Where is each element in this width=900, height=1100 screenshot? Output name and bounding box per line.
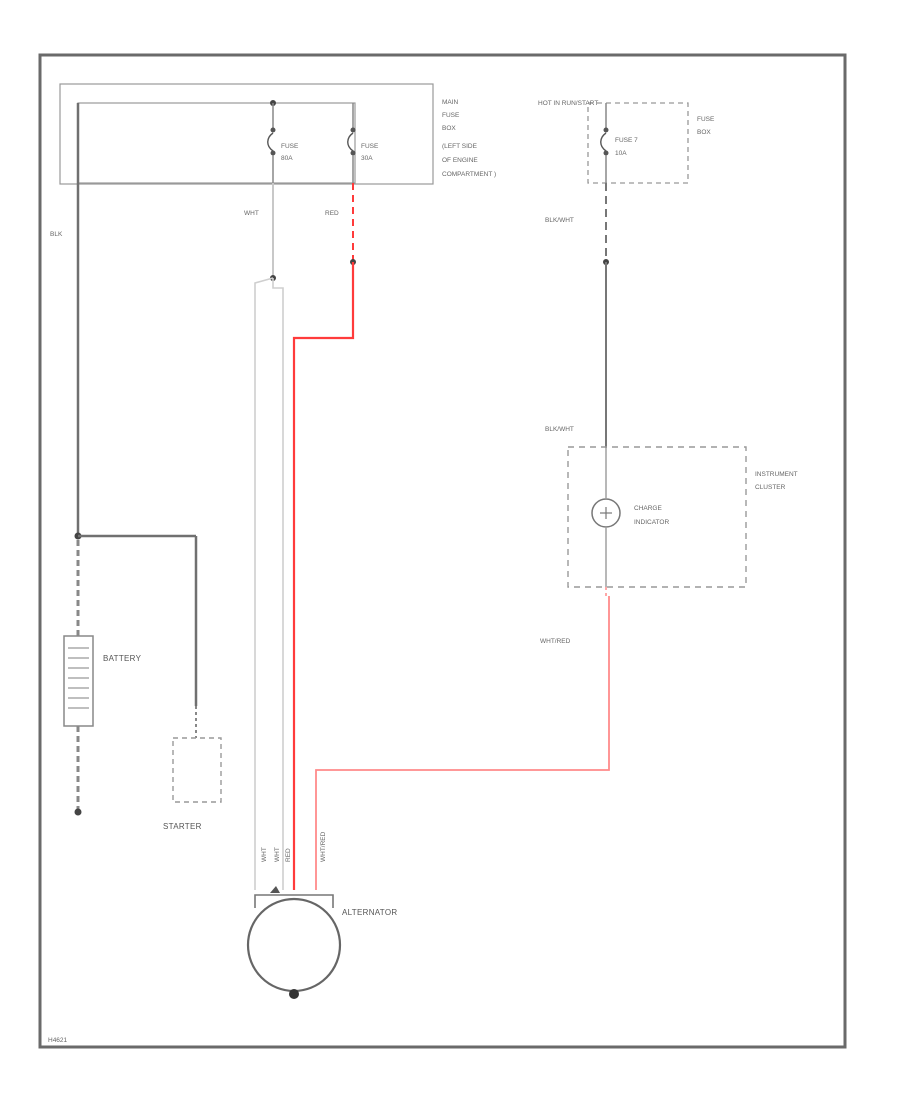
battery-cable [74, 540, 82, 816]
dash-fuse-rating: 10A [615, 150, 627, 157]
fuse-30a-rating: 30A [361, 155, 373, 162]
dash-fuse-box [587, 102, 689, 184]
alt-red-label: RED [285, 848, 292, 862]
main-fuse-box-name-5: OF ENGINE [442, 157, 478, 164]
wht-wire-label: WHT [244, 210, 259, 217]
fuse-80a-symbol [267, 103, 276, 183]
wht-red-wire [315, 587, 610, 890]
main-fuse-box-name-2: FUSE [442, 112, 460, 119]
fuse-30a-label: FUSE [361, 143, 379, 150]
hot-in-run-start-label: HOT IN RUN/START [538, 100, 598, 107]
dash-fuse-box-name-2: BOX [697, 129, 711, 136]
wht-wire [254, 183, 284, 890]
instrument-cluster [567, 446, 747, 588]
battery-symbol [63, 635, 94, 727]
red-wire-label: RED [325, 210, 339, 217]
charge-indicator-label-1: CHARGE [634, 505, 662, 512]
alt-wht-red-label: WHT/RED [320, 831, 327, 862]
diagram-id-label: H4621 [48, 1037, 68, 1044]
main-fuse-box-outer [59, 83, 434, 185]
main-fuse-box-name-1: MAIN [442, 99, 459, 106]
fuse-30a-symbol [347, 103, 356, 183]
fuse-80a-label: FUSE [281, 143, 299, 150]
alt-wht-1-label: WHT [261, 847, 268, 862]
starter-symbol [172, 706, 222, 803]
wht-red-wire-label: WHT/RED [540, 638, 571, 645]
dash-fuse-box-name-1: FUSE [697, 116, 715, 123]
alt-wht-2-label: WHT [274, 847, 281, 862]
blk-wht-wire [603, 183, 609, 447]
main-fuse-box-name-3: BOX [442, 125, 456, 132]
red-wire [292, 183, 356, 890]
battery-label: BATTERY [103, 654, 142, 663]
charge-indicator-label-2: INDICATOR [634, 519, 669, 526]
dash-fuse-label: FUSE 7 [615, 137, 638, 144]
blk-wire [74, 103, 198, 706]
instrument-cluster-label-2: CLUSTER [755, 484, 786, 491]
instrument-cluster-label-1: INSTRUMENT [755, 471, 798, 478]
charge-indicator-lamp [591, 498, 621, 528]
main-fuse-box-name-4: (LEFT SIDE [442, 143, 478, 150]
blk-wht-wire-label-top: BLK/WHT [545, 217, 574, 224]
main-fuse-box-name-6: COMPARTMENT ) [442, 171, 496, 178]
blk-wht-wire-label-bottom: BLK/WHT [545, 426, 574, 433]
starter-label: STARTER [163, 822, 202, 831]
main-fuse-box-inner [77, 102, 356, 184]
alternator-label: ALTERNATOR [342, 908, 397, 917]
blk-wire-label: BLK [50, 231, 63, 238]
fuse-80a-rating: 80A [281, 155, 293, 162]
diagram-frame [38, 53, 847, 1049]
alternator-symbol [246, 886, 342, 999]
main-fuse-box: FUSE 80A FUSE 30A MAIN FUSE BOX (LEFT SI… [59, 83, 496, 185]
